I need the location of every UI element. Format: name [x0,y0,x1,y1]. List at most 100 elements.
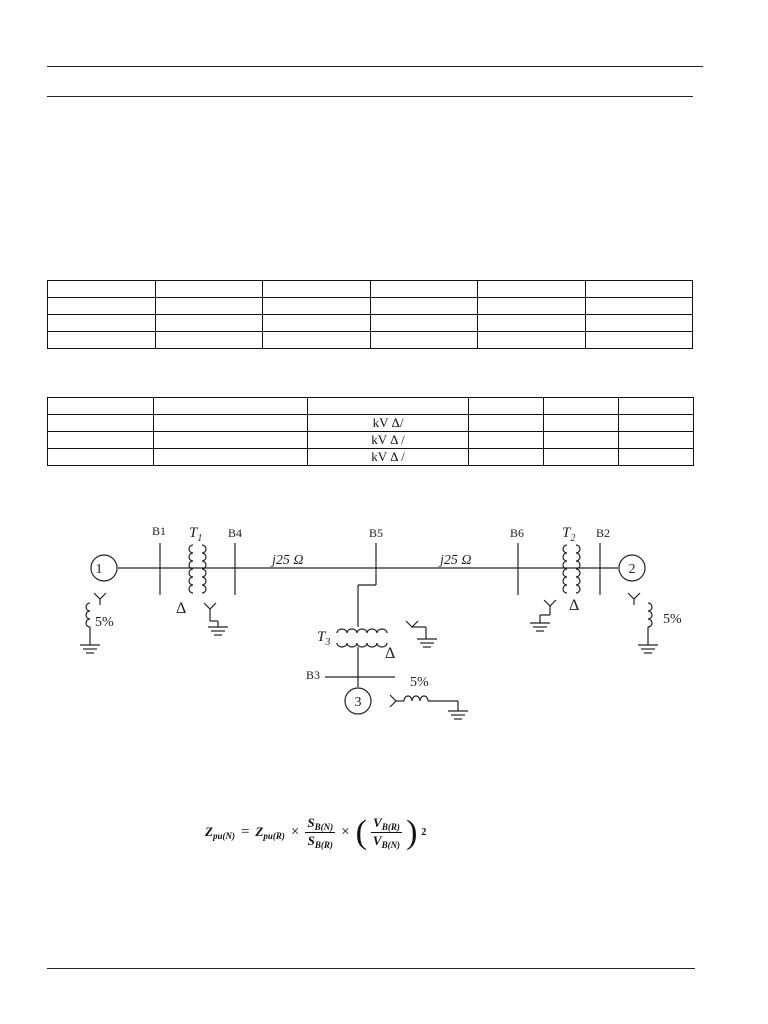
formula-exponent: 2 [421,827,427,838]
table-cell [468,448,544,466]
header-rule-bottom [47,96,693,97]
table-row [47,314,693,332]
table-cell [47,397,154,415]
t2-secondary-coil [575,544,581,594]
table-cell [477,331,586,349]
table-cell [584,314,693,332]
table-cell [369,331,478,349]
table-cell [477,280,586,298]
table-cell [262,314,371,332]
line-impedance-1: j25 Ω [270,553,304,568]
formula-times-2: × [341,824,350,840]
formula-lhs: Zpu(N) [205,824,235,841]
g2-reactor-coil [647,602,653,628]
t3-primary-coil [336,628,388,634]
table-cell [262,331,371,349]
table-row: kV Δ / [47,448,694,466]
data-table-1 [47,280,693,349]
g2-wye-icon [627,592,641,600]
table-cell [154,314,263,332]
table-cell [153,414,308,432]
table-cell [543,431,619,449]
per-unit-conversion-formula: Zpu(N) = Zpu(R) × SB(N) SB(R) × ( VB(R) … [205,815,426,850]
bus-label-b2: B2 [596,526,610,540]
transformer-label-t3: T3 [317,629,330,648]
table-cell [153,397,308,415]
table-cell [47,414,154,432]
table-row [47,397,694,415]
table-cell [47,431,154,449]
t2-primary-coil [562,544,568,594]
table-cell [543,397,619,415]
table-cell [262,297,371,315]
g3-reactor-coil [403,695,429,702]
formula-s-ratio: SB(N) SB(R) [305,815,336,850]
delta-icon-t2: Δ [569,597,579,614]
table-cell [369,314,478,332]
formula-v-ratio: VB(R) VB(N) [371,815,402,850]
bus-label-b3: B3 [306,668,320,682]
bus-label-b6: B6 [510,526,524,540]
table-cell [618,397,694,415]
table-cell: kV Δ / [307,448,469,466]
table-cell [47,331,156,349]
table-cell [468,431,544,449]
formula-left-paren: ( [355,813,367,851]
table-cell [618,431,694,449]
bus-label-b1: B1 [152,524,166,538]
table-cell: kV Δ/ [307,414,469,432]
formula-times-1: × [290,824,300,840]
generator-3-circle [344,687,372,715]
one-line-diagram: B1 B4 B5 B6 B2 B3 T1 T2 T3 j25 Ω j25 Ω 1… [80,524,682,720]
data-table-2: kV Δ/kV Δ /kV Δ / [47,397,694,466]
bus-label-b5: B5 [369,526,383,540]
table-cell [47,314,156,332]
formula-z-old: Zpu(R) [255,824,285,841]
table-row: kV Δ / [47,431,694,449]
table-cell [369,280,478,298]
t1-primary-coil [188,544,194,594]
table-cell [153,448,308,466]
table-cell [154,297,263,315]
transformer-label-t1: T1 [189,525,202,544]
t1-secondary-coil [201,544,207,594]
table-cell [154,331,263,349]
reactance-label-g2: 5% [663,612,682,627]
table-cell [477,314,586,332]
table-cell [618,414,694,432]
g1-wye-icon [93,592,107,600]
delta-icon-t1: Δ [176,600,186,617]
table-cell [262,280,371,298]
table-cell [468,397,544,415]
table-cell [47,297,156,315]
generator-2-label: 2 [629,562,636,577]
line-impedance-2: j25 Ω [438,553,472,568]
table-cell [584,280,693,298]
table-cell [307,397,469,415]
t3-secondary-coil [336,642,388,648]
table-row [47,331,693,349]
generator-1-label: 1 [96,562,103,577]
footer-rule [47,968,695,969]
table-cell [47,448,154,466]
table-cell [47,280,156,298]
header-rule-top [47,66,703,67]
generator-2-circle [618,554,646,582]
table-cell [584,331,693,349]
table-cell [618,448,694,466]
delta-icon-t3: Δ [385,645,395,662]
table-cell [477,297,586,315]
transformer-label-t2: T2 [562,525,575,544]
table-cell [584,297,693,315]
g1-reactor-coil [85,602,91,628]
formula-equals: = [240,824,250,840]
table-cell [543,448,619,466]
bus-label-b4: B4 [228,526,242,540]
table-cell [154,280,263,298]
generator-3-label: 3 [355,695,362,710]
table-cell [468,414,544,432]
reactance-label-g3: 5% [410,675,429,690]
formula-right-paren: ) [406,813,418,851]
table-row: kV Δ/ [47,414,694,432]
reactance-label-g1: 5% [95,615,114,630]
